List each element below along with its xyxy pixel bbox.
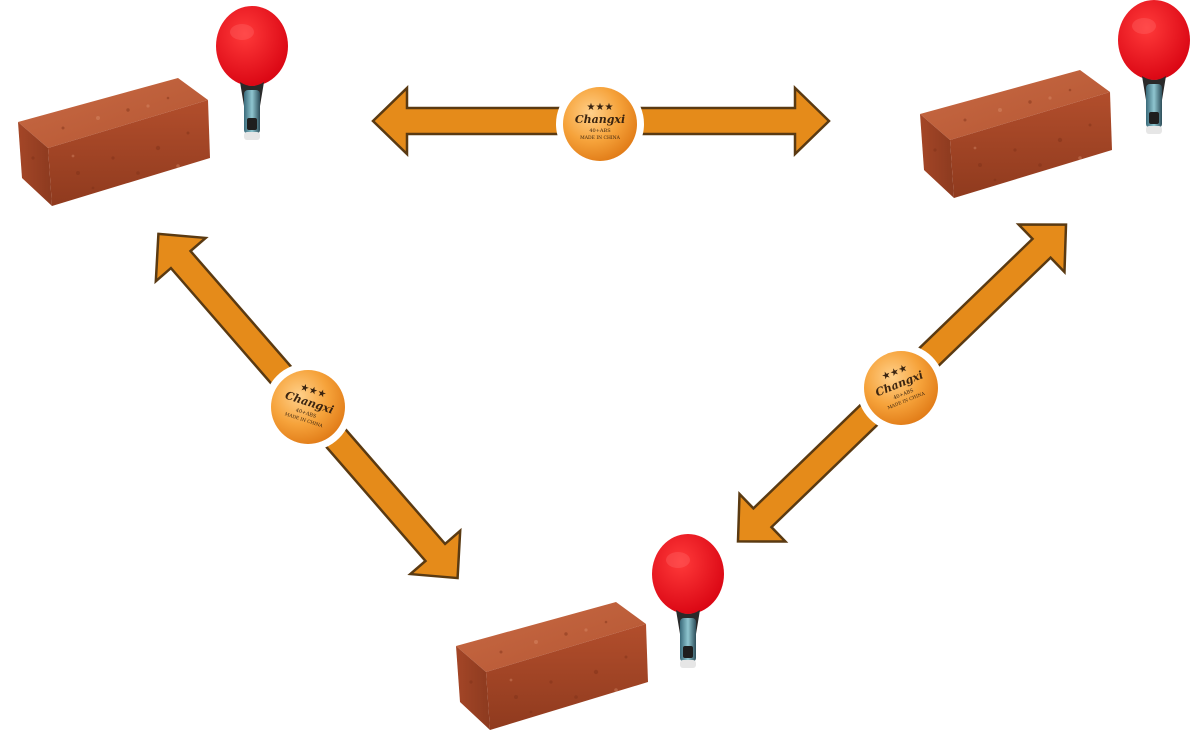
ball-left: ★★★ Changxi 40+ABS MADE IN CHINA	[264, 363, 352, 451]
ball-line1: 40+ABS	[589, 128, 611, 134]
ball-line2: MADE IN CHINA	[580, 135, 620, 141]
ball-right: ★★★ Changxi 40+ABS MADE IN CHINA	[857, 344, 945, 432]
ball-top: ★★★ Changxi 40+ABS MADE IN CHINA	[556, 80, 644, 168]
brick-icon	[920, 70, 1112, 198]
station-top-right	[920, 0, 1190, 198]
station-bottom	[456, 534, 724, 730]
paddle-icon	[652, 534, 724, 668]
paddle-icon	[216, 6, 288, 140]
brick-icon	[18, 78, 210, 206]
ball-stars: ★★★	[587, 102, 614, 113]
brick-icon	[456, 602, 648, 730]
paddle-icon	[1118, 0, 1190, 134]
ball-brand: Changxi	[575, 113, 625, 126]
station-top-left	[18, 6, 288, 206]
